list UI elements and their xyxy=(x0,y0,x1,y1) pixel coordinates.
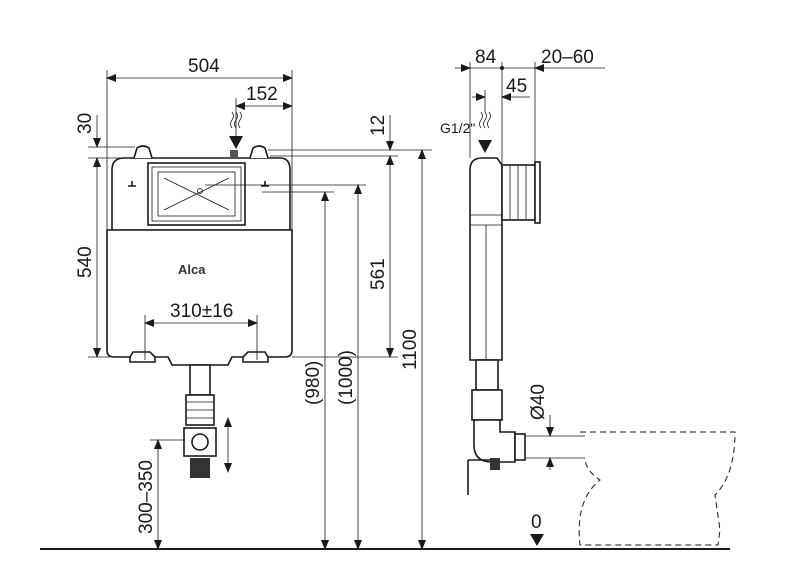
dim-height-561: 561 xyxy=(368,258,389,290)
front-dimensions: 504 152 30 540 310±16 300–350 (980) (100… xyxy=(75,56,432,550)
cistern-front-view: Alca xyxy=(106,145,293,478)
cistern-side-view xyxy=(467,111,585,495)
side-dimensions: 84 20–60 45 G1/2" Ø40 0 xyxy=(440,47,605,546)
dim-frame-range: 20–60 xyxy=(541,47,594,68)
brand-logo: Alca xyxy=(178,262,206,277)
dim-top-offset: 30 xyxy=(75,113,96,134)
dim-inlet-offset: 152 xyxy=(246,84,278,105)
inlet-thread-label: G1/2" xyxy=(440,120,475,136)
dim-outlet-diameter: Ø40 xyxy=(528,384,549,420)
dim-tank-height: 540 xyxy=(75,246,96,278)
dim-height-1000: (1000) xyxy=(336,350,357,405)
dim-width: 504 xyxy=(188,56,220,77)
dim-total-height: 1100 xyxy=(400,329,421,370)
dim-flush-height: 300–350 xyxy=(136,460,157,534)
toilet-outline xyxy=(578,431,736,546)
dim-mount-spacing: 310±16 xyxy=(170,301,233,322)
floor-level-label: 0 xyxy=(531,512,542,533)
dim-inlet-depth: 45 xyxy=(506,76,527,97)
dim-depth: 84 xyxy=(475,47,497,68)
dim-top-offset-right: 12 xyxy=(368,115,389,136)
dim-height-980: (980) xyxy=(303,361,324,405)
